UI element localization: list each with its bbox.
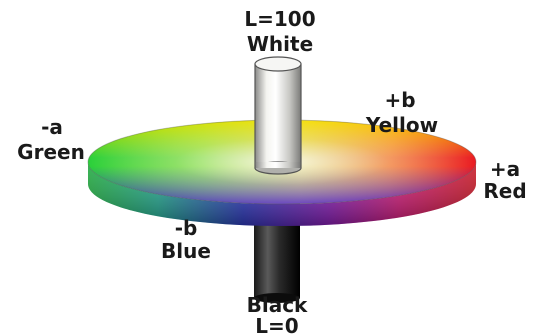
plus-b-label: +b [384,88,415,112]
white-axis-cylinder [255,57,301,174]
minus-b-label: -b [175,216,198,240]
yellow-label: Yellow [365,113,438,137]
white-label: White [247,32,313,56]
l-0-label: L=0 [255,314,298,336]
red-label: Red [483,179,526,203]
minus-a-label: -a [41,115,63,139]
blue-label: Blue [161,239,211,263]
l-100-label: L=100 [244,7,315,31]
plus-a-label: +a [490,157,520,181]
green-label: Green [17,140,85,164]
